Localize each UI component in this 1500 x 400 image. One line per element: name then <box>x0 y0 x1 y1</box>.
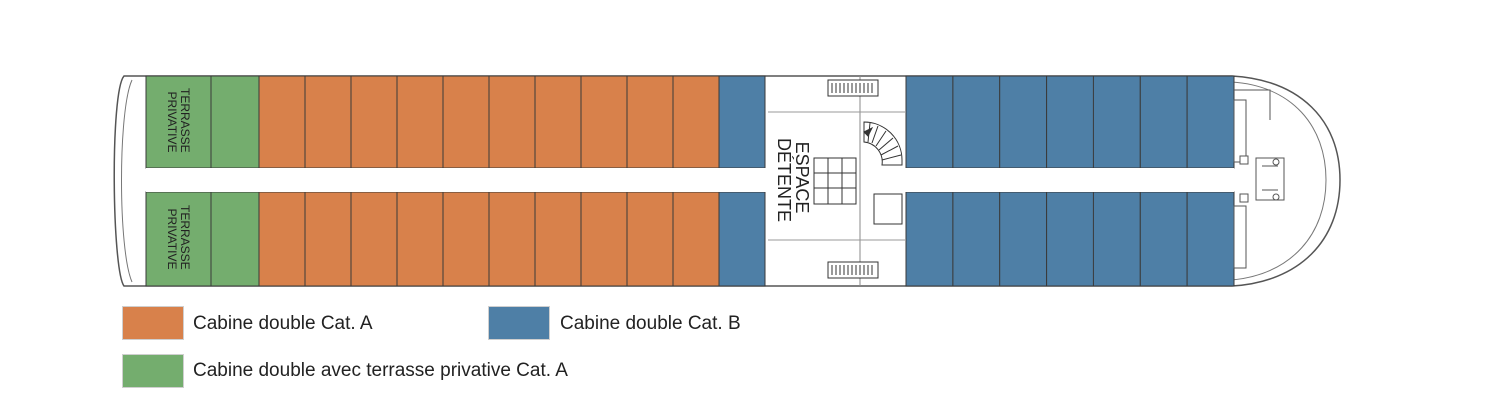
legend-swatch-cat-b <box>488 306 550 340</box>
lounge-label-line1: ESPACE <box>792 142 812 214</box>
terrace-label-top-line2: PRIVATIVE <box>165 92 179 153</box>
stairs-bottom-icon <box>827 261 879 279</box>
cabin-cat-a-top-2 <box>304 75 352 169</box>
cabin-cat-a-bottom-3 <box>350 191 398 287</box>
lounge-square-icon <box>873 193 903 225</box>
lounge-label-line2: DÉTENTE <box>774 138 794 222</box>
cabin-cat-b-bottom-1 <box>905 191 954 287</box>
cabin-cat-a-bottom-4 <box>396 191 444 287</box>
cabin-cat-a-bottom-7 <box>534 191 582 287</box>
terrace-cabin-top <box>145 75 260 169</box>
cabin-cat-b-bottom-6 <box>1139 191 1188 287</box>
cabin-cat-b-bottom-5 <box>1092 191 1141 287</box>
terrace-label-bottom-line1: TERRASSE <box>178 205 192 270</box>
cabin-cat-b-top-7 <box>1186 75 1235 169</box>
cabin-cat-a-top-3 <box>350 75 398 169</box>
bow-fitting-icon <box>1255 157 1285 201</box>
stairs-top-icon <box>827 79 879 97</box>
cat-b-cabin-top-aft <box>718 75 766 169</box>
terrace-label-bottom: TERRASSE PRIVATIVE <box>165 205 192 273</box>
legend-swatch-terrace <box>122 354 184 388</box>
lounge-label: ESPACE DÉTENTE <box>774 138 812 222</box>
cabin-cat-a-bottom-2 <box>304 191 352 287</box>
terrace-label-top-line1: TERRASSE <box>178 88 192 153</box>
cabin-cat-a-top-4 <box>396 75 444 169</box>
cabin-cat-a-top-6 <box>488 75 536 169</box>
corridor <box>146 168 1234 192</box>
cabin-cat-a-top-1 <box>258 75 306 169</box>
lounge-grid-icon <box>813 157 857 205</box>
cabin-cat-b-top-6 <box>1139 75 1188 169</box>
legend-label-cat-b: Cabine double Cat. B <box>560 313 741 334</box>
legend-swatch-cat-a <box>122 306 184 340</box>
lounge-area: ESPACE DÉTENTE <box>768 76 905 286</box>
cabin-cat-a-bottom-1 <box>258 191 306 287</box>
cabin-cat-a-bottom-6 <box>488 191 536 287</box>
cabin-cat-a-bottom-10 <box>672 191 720 287</box>
cabin-cat-a-top-10 <box>672 75 720 169</box>
spiral-staircase-icon <box>863 121 903 166</box>
stern-inner-line <box>121 79 133 283</box>
cabin-cat-b-top-2 <box>952 75 1001 169</box>
terrace-cabin-bottom <box>145 191 260 287</box>
cabin-cat-b-bottom-2 <box>952 191 1001 287</box>
cat-b-cabins <box>905 75 1235 287</box>
cabin-cat-a-top-9 <box>626 75 674 169</box>
cabin-cat-b-top-3 <box>999 75 1048 169</box>
terrace-label-top: TERRASSE PRIVATIVE <box>165 88 192 156</box>
deck-plan: TERRASSE PRIVATIVE TERRASSE PRIVATIVE <box>113 75 1341 287</box>
cat-b-cabin-bottom-aft <box>718 191 766 287</box>
cabin-cat-b-bottom-7 <box>1186 191 1235 287</box>
bow-area <box>1233 89 1285 269</box>
legend-label-terrace: Cabine double avec terrasse privative Ca… <box>193 360 568 381</box>
bow-inner-line <box>1231 81 1327 281</box>
cabin-cat-a-top-8 <box>580 75 628 169</box>
cabin-cat-a-bottom-9 <box>626 191 674 287</box>
cabin-cat-a-top-7 <box>534 75 582 169</box>
cabin-cat-a-bottom-8 <box>580 191 628 287</box>
terrace-label-bottom-line2: PRIVATIVE <box>165 209 179 270</box>
cabin-cat-b-top-1 <box>905 75 954 169</box>
cat-a-cabins <box>258 75 720 287</box>
cabin-cat-b-bottom-4 <box>1046 191 1094 287</box>
cabin-cat-b-top-5 <box>1092 75 1141 169</box>
legend-label-cat-a: Cabine double Cat. A <box>193 313 373 334</box>
cabin-cat-b-top-4 <box>1046 75 1094 169</box>
cabin-cat-a-top-5 <box>442 75 490 169</box>
cabin-cat-b-bottom-3 <box>999 191 1048 287</box>
cabin-cat-a-bottom-5 <box>442 191 490 287</box>
